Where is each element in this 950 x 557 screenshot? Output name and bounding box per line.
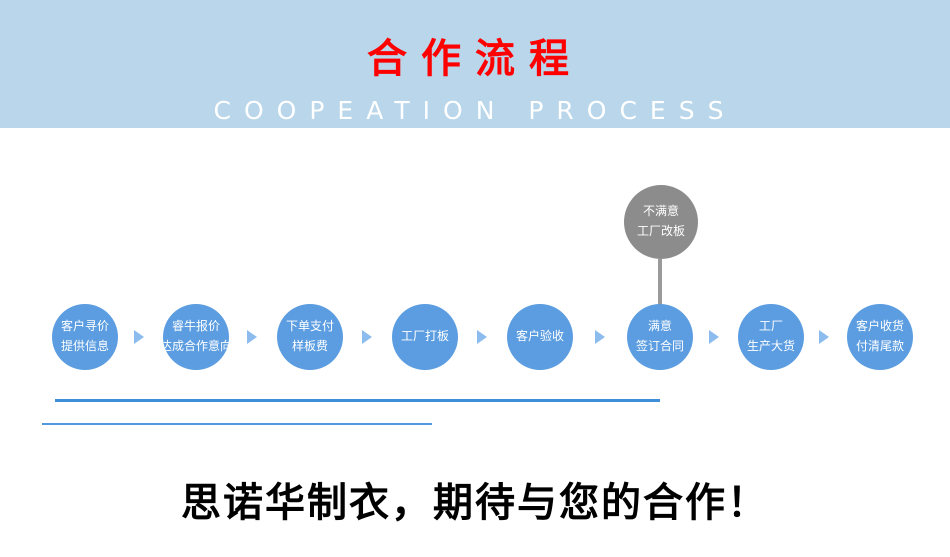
header-banner: 合作流程 COOPEATION PROCESS [0, 0, 950, 128]
flow-arrow-icon [819, 330, 829, 344]
flow-node-reject-line1: 不满意 [642, 204, 679, 219]
flow-step-label: 达成合作意向 [160, 339, 233, 353]
flow-arrow-icon [247, 330, 257, 344]
flow-step-production: 工厂 生产大货 [738, 304, 804, 370]
flow-arrow-icon [477, 330, 487, 344]
flow-arrow-icon [595, 330, 605, 344]
flow-arrow-icon [709, 330, 719, 344]
flow-step-label: 生产大货 [746, 339, 795, 353]
flow-step-label: 客户收货 [855, 319, 904, 334]
footer-slogan: 思诺华制衣，期待与您的合作！ [181, 480, 769, 526]
flow-step-sample-making: 工厂打板 [392, 304, 458, 370]
flow-step-inquiry: 客户寻价 提供信息 [52, 304, 118, 370]
flow-node-reject: 不满意 工厂改板 [624, 185, 698, 259]
flow-step-contract: 满意 签订合同 [627, 304, 693, 370]
flow-step-delivery: 客户收货 付清尾款 [847, 304, 913, 370]
flow-step-sample-fee: 下单支付 样板费 [277, 304, 343, 370]
flow-step-label: 签订合同 [635, 339, 684, 353]
flow-step-quote: 睿牛报价 达成合作意向 [160, 304, 233, 370]
reject-connector-line [658, 259, 662, 305]
flow-step-label: 满意 [647, 319, 672, 334]
flow-step-label: 睿牛报价 [171, 319, 220, 334]
flow-step-label: 工厂 [758, 319, 783, 334]
decorative-line-short [42, 423, 432, 425]
flow-step-label: 样板费 [291, 339, 328, 353]
page-title: 合作流程 [367, 36, 583, 82]
flow-step-acceptance: 客户验收 [507, 304, 573, 370]
flow-step-label: 下单支付 [285, 319, 334, 334]
flow-step-label: 客户寻价 [60, 319, 109, 334]
flow-arrow-icon [134, 330, 144, 344]
flow-step-label: 工厂打板 [400, 329, 449, 344]
flow-step-label: 提供信息 [60, 339, 109, 353]
page-subtitle: COOPEATION PROCESS [213, 96, 737, 125]
flow-node-reject-line2: 工厂改板 [636, 224, 685, 238]
decorative-line-long [55, 399, 660, 402]
flow-arrow-icon [362, 330, 372, 344]
flow-step-label: 客户验收 [515, 329, 564, 344]
flow-step-label: 付清尾款 [855, 339, 904, 353]
